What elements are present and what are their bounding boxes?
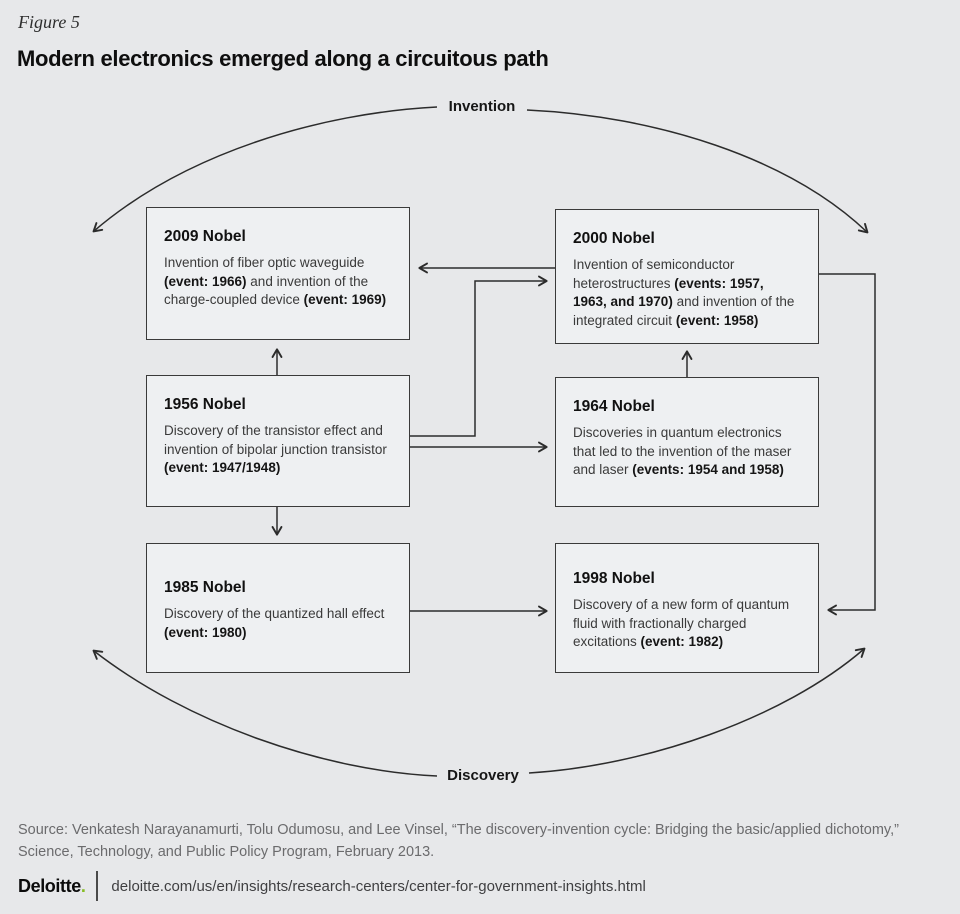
nobel-box-body: Discovery of the transistor effect and i…: [164, 423, 387, 476]
nobel-box-1998: 1998 Nobel Discovery of a new form of qu…: [555, 543, 819, 673]
discovery-label: Discovery: [447, 767, 519, 784]
nobel-box-1964: 1964 Nobel Discoveries in quantum electr…: [555, 377, 819, 507]
source-note: Source: Venkatesh Narayanamurti, Tolu Od…: [18, 822, 899, 860]
nobel-box-body: Invention of semiconductor heterostructu…: [573, 257, 795, 328]
nobel-box-1956: 1956 Nobel Discovery of the transistor e…: [146, 375, 410, 507]
nobel-box-body: Discoveries in quantum electronics that …: [573, 425, 792, 478]
nobel-box-2000: 2000 Nobel Invention of semiconductor he…: [555, 209, 819, 344]
deloitte-logo: Deloitte.: [18, 875, 86, 897]
figure-label: Figure 5: [18, 12, 80, 32]
nobel-box-title: 1964 Nobel: [573, 398, 655, 415]
nobel-box-title: 1956 Nobel: [164, 396, 246, 413]
footer-bar: Deloitte. deloitte.com/us/en/insights/re…: [18, 869, 646, 903]
nobel-box-body: Discovery of a new form of quantum fluid…: [573, 597, 790, 650]
invention-arc-right: [526, 109, 869, 234]
footer-divider: [96, 871, 99, 901]
deloitte-logo-text: Deloitte: [18, 875, 81, 896]
arrow-2000-to-1998: [819, 273, 876, 616]
deloitte-green-dot: .: [80, 875, 86, 896]
figure-title: Modern electronics emerged along a circu…: [17, 46, 549, 71]
nobel-box-title: 2009 Nobel: [164, 228, 246, 245]
invention-arc-left: [92, 106, 438, 233]
nobel-box-body: Invention of fiber optic waveguide (even…: [164, 255, 387, 308]
arrow-1956-to-2000: [410, 275, 548, 437]
nobel-box-body: Discovery of the quantized hall effect (…: [164, 606, 385, 640]
discovery-arc-right: [528, 647, 866, 774]
nobel-box-2009: 2009 Nobel Invention of fiber optic wave…: [146, 207, 410, 340]
nobel-box-title: 1998 Nobel: [573, 570, 655, 587]
discovery-arc-left: [92, 649, 438, 777]
invention-label: Invention: [448, 98, 516, 115]
nobel-box-title: 1985 Nobel: [164, 579, 246, 596]
footer-url: deloitte.com/us/en/insights/research-cen…: [111, 877, 646, 895]
nobel-box-title: 2000 Nobel: [573, 230, 655, 247]
nobel-box-1985: 1985 Nobel Discovery of the quantized ha…: [146, 543, 410, 673]
